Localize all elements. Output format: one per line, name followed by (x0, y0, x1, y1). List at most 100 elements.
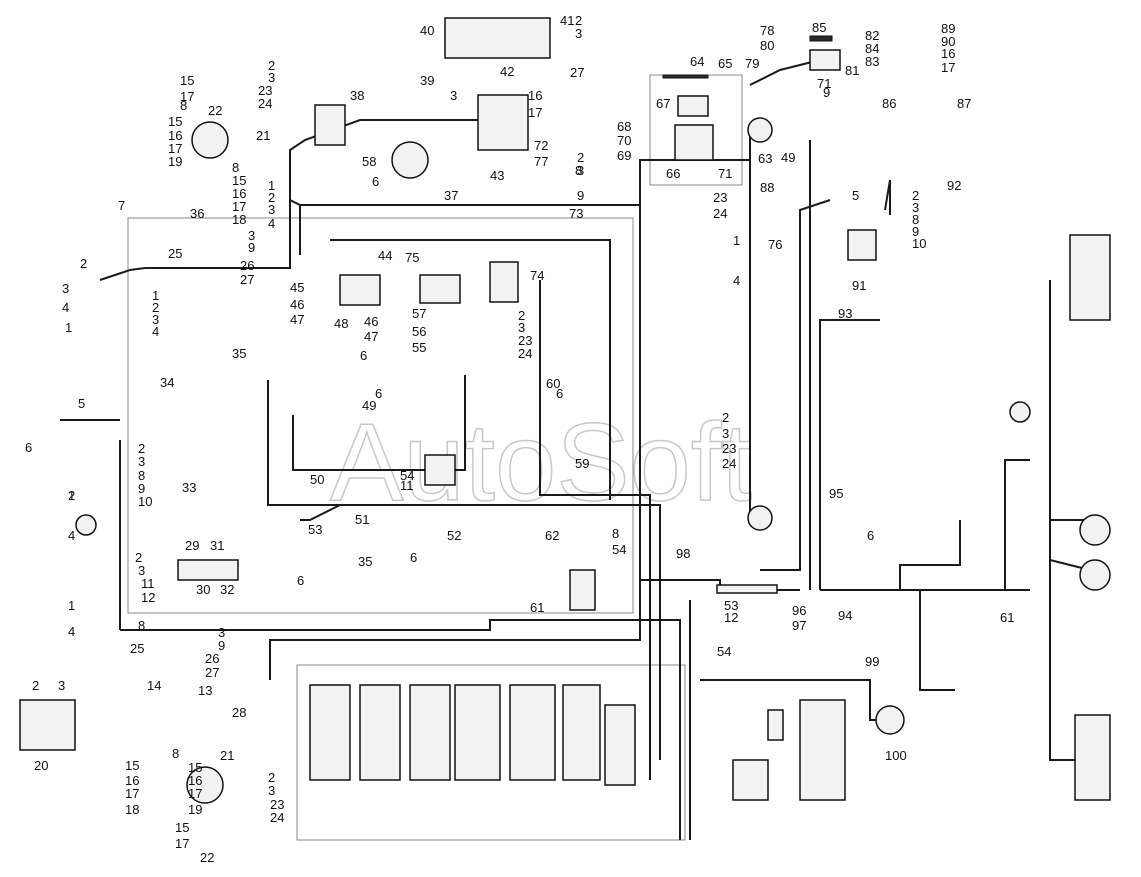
callout-label-3-13: 3 (218, 625, 225, 640)
callout-label-54-2: 54 (612, 542, 626, 557)
callout-label-3-5: 3 (138, 563, 145, 578)
callout-label-57-1: 57 (412, 306, 426, 321)
callout-label-90-1: 90 (941, 34, 955, 49)
fuse-block-right (604, 704, 636, 786)
callout-label-2-8: 2 (518, 308, 525, 323)
callout-label-2-7: 2 (268, 190, 275, 205)
callout-label-16-2: 16 (232, 186, 246, 201)
callout-label-68-1: 68 (617, 119, 631, 134)
callout-label-6-3: 6 (375, 386, 382, 401)
callout-label-3-3: 3 (268, 70, 275, 85)
callout-label-33-1: 33 (182, 480, 196, 495)
relay-block (732, 759, 769, 801)
callout-label-24-4: 24 (722, 456, 736, 471)
callout-label-11-2: 11 (400, 478, 414, 493)
callout-label-34-1: 34 (160, 375, 174, 390)
callout-label-3-10: 3 (722, 426, 729, 441)
callout-label-10-2: 10 (912, 236, 926, 251)
callout-label-24-2: 24 (518, 346, 532, 361)
fuse-col-1 (309, 684, 351, 781)
callout-label-78-1: 78 (760, 23, 774, 38)
callout-label-42-1: 42 (500, 64, 514, 79)
callout-label-77-1: 77 (534, 154, 548, 169)
callout-label-15-6: 15 (175, 820, 189, 835)
callout-label-67-1: 67 (656, 96, 670, 111)
callout-label-17-3: 17 (232, 199, 246, 214)
callout-label-73-1: 73 (569, 206, 583, 221)
callout-label-2-11: 2 (268, 770, 275, 785)
callout-label-71-2: 71 (817, 76, 831, 91)
component-62-relay (569, 569, 596, 611)
callout-label-6-6: 6 (867, 528, 874, 543)
callout-label-61-2: 61 (1000, 610, 1014, 625)
callout-label-6-7: 6 (556, 386, 563, 401)
callout-label-4-2: 4 (152, 324, 159, 339)
callout-label-11-1: 11 (141, 576, 155, 591)
callout-label-85-1: 85 (812, 20, 826, 35)
components (19, 17, 1111, 804)
callout-label-2-10: 2 (722, 410, 729, 425)
callout-label-3-4: 3 (138, 454, 145, 469)
callout-label-2-13: 2 (912, 188, 919, 203)
lamp-right-b (1079, 559, 1111, 591)
callout-label-60-1: 60 (546, 376, 560, 391)
fuse-col-3 (409, 684, 451, 781)
callout-label-47-1: 47 (290, 312, 304, 327)
callout-label-13-1: 13 (198, 683, 212, 698)
callout-label-30-1: 30 (196, 582, 210, 597)
callout-label-82-1: 82 (865, 28, 879, 43)
callout-label-23-5: 23 (270, 797, 284, 812)
callout-label-27-1: 27 (240, 272, 254, 287)
callout-label-16-4: 16 (188, 773, 202, 788)
callout-label-52-1: 52 (447, 528, 461, 543)
callout-label-71-1: 71 (718, 166, 732, 181)
component-58 (391, 141, 429, 179)
callout-label-14-1: 14 (147, 678, 161, 693)
component-fuse-a (767, 709, 784, 741)
callout-label-25-2: 25 (130, 641, 144, 656)
callout-label-39-1: 39 (420, 73, 434, 88)
callout-label-4-6: 4 (733, 273, 740, 288)
left-connector (75, 514, 97, 536)
callout-label-15-2: 15 (168, 114, 182, 129)
callout-label-23-4: 23 (722, 441, 736, 456)
callout-label-24-1: 24 (258, 96, 272, 111)
callout-label-3-2: 3 (152, 312, 159, 327)
callout-label-8-6: 8 (612, 526, 619, 541)
callout-label-23-2: 23 (518, 333, 532, 348)
component-20 (19, 699, 76, 751)
callout-label-3-6: 3 (450, 88, 457, 103)
component-40-41-42 (444, 17, 551, 59)
callout-label-23-1: 23 (258, 83, 272, 98)
callout-label-38-1: 38 (350, 88, 364, 103)
callout-label-9-5: 9 (912, 224, 919, 239)
callout-label-10-1: 10 (138, 494, 152, 509)
callout-label-26-2: 26 (205, 651, 219, 666)
callout-label-31-1: 31 (210, 538, 224, 553)
callout-label-24-5: 24 (270, 810, 284, 825)
callout-label-1-4: 1 (68, 598, 75, 613)
callout-label-4-4: 4 (68, 624, 75, 639)
callout-label-6-4: 6 (297, 573, 304, 588)
callout-label-54-3: 54 (717, 644, 731, 659)
callout-label-4-5: 4 (268, 216, 275, 231)
callout-label-49-1: 49 (362, 398, 376, 413)
callout-label-23-3: 23 (713, 190, 727, 205)
callout-label-65-1: 65 (718, 56, 732, 71)
callout-label-1-2: 1 (152, 288, 159, 303)
callout-label-2-1: 2 (80, 256, 87, 271)
callout-label-76-1: 76 (768, 237, 782, 252)
callout-label-2-6: 2 (68, 488, 75, 503)
lamp-65 (747, 117, 773, 143)
callout-label-62-1: 62 (545, 528, 559, 543)
callout-label-36-1: 36 (190, 206, 204, 221)
headlamp-left (1074, 714, 1111, 801)
callout-label-44-1: 44 (378, 248, 392, 263)
callout-label-3-9: 3 (577, 163, 584, 178)
callout-label-4-3: 4 (68, 528, 75, 543)
callout-label-12-1: 12 (141, 590, 155, 605)
callout-label-24-3: 24 (713, 206, 727, 221)
callout-label-56-1: 56 (412, 324, 426, 339)
callout-label-63-1: 63 (758, 151, 772, 166)
callout-label-64-1: 64 (690, 54, 704, 69)
